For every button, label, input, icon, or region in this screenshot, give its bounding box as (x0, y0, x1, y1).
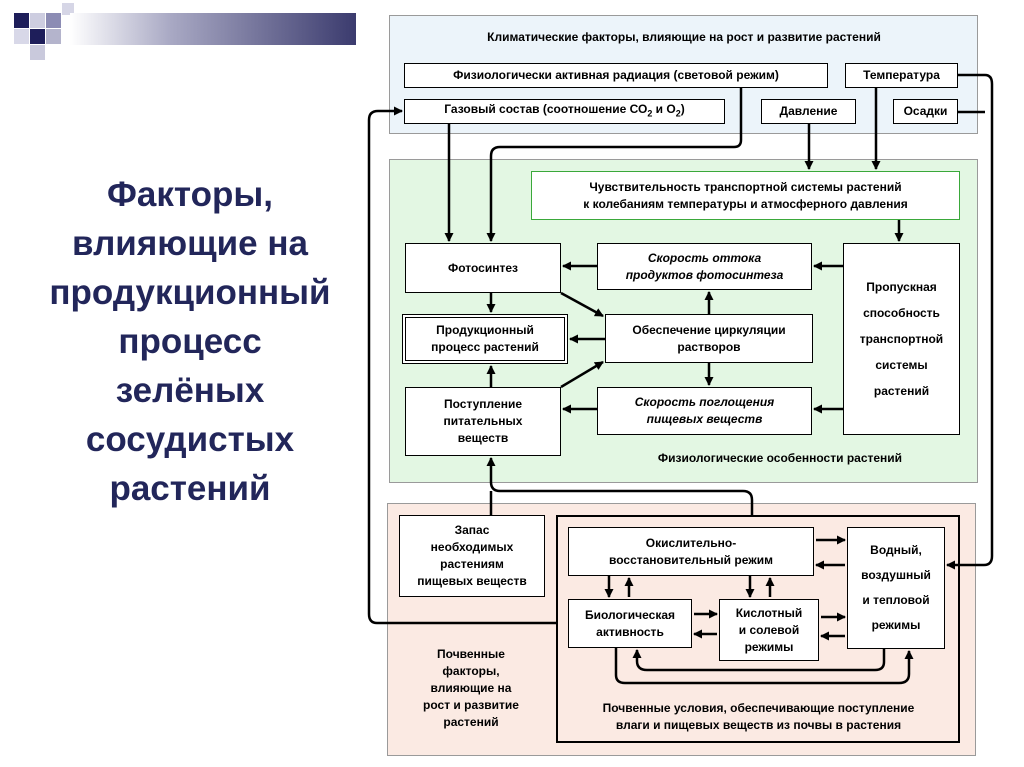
gas-box: Газовый состав (соотношение СО2 и О2) (404, 99, 725, 124)
arrow-photosynthesis-to-circulation (560, 291, 604, 318)
arrow-nutrient-intake-to-circulation (560, 360, 604, 389)
title-line: влияющие на (72, 224, 308, 263)
soil-conditions-label: Почвенные условия, обеспечивающие поступ… (602, 701, 915, 732)
arrow-water-to-bio-loop (632, 649, 886, 672)
sensitivity-box: Чувствительность транспортной системы ра… (531, 171, 960, 220)
temperature-box: Температура (845, 63, 958, 88)
decor-square-5 (14, 29, 29, 44)
pressure-box: Давление (761, 99, 856, 124)
redox-box: Окислительно-восстановительный режим (568, 527, 814, 576)
photosynthesis-box: Фотосинтез (405, 243, 561, 293)
title-line: продукционный (49, 273, 331, 312)
title-line: процесс (118, 322, 262, 361)
decor-gradient-bar (70, 13, 356, 45)
decor-square-1 (14, 13, 29, 28)
precipitation-box: Осадки (893, 99, 958, 124)
arrow-bio-to-water-loop (614, 648, 914, 685)
decor-square-7 (30, 45, 45, 60)
decor-square-4 (30, 13, 45, 28)
decor-square-8 (62, 3, 74, 15)
slide-title: Факторы, влияющие на продукционный проце… (20, 170, 360, 513)
decor-square-2 (30, 29, 45, 44)
physio-label: Физиологические особенности растений (657, 451, 903, 465)
climate-title: Климатические факторы, влияющие на рост … (487, 30, 881, 44)
decor-square-6 (46, 29, 61, 44)
title-line: зелёных (115, 371, 265, 410)
soil-conditions-frame (556, 515, 960, 743)
radiation-box: Физиологически активная радиация (светов… (404, 63, 828, 88)
title-line: растений (109, 469, 271, 508)
decor-square-3 (46, 13, 61, 28)
title-line: сосудистых (85, 420, 295, 459)
arrow-radiation-to-photosynthesis (486, 88, 743, 242)
gas-text: Газовый состав (соотношение СО2 и О2) (444, 101, 685, 119)
arrow-soil-to-gas (367, 106, 556, 625)
arrow-soil-to-nutrient-intake (486, 457, 754, 515)
arrow-temperature-to-water-regime (946, 73, 994, 570)
title-line: Факторы, (107, 175, 273, 214)
